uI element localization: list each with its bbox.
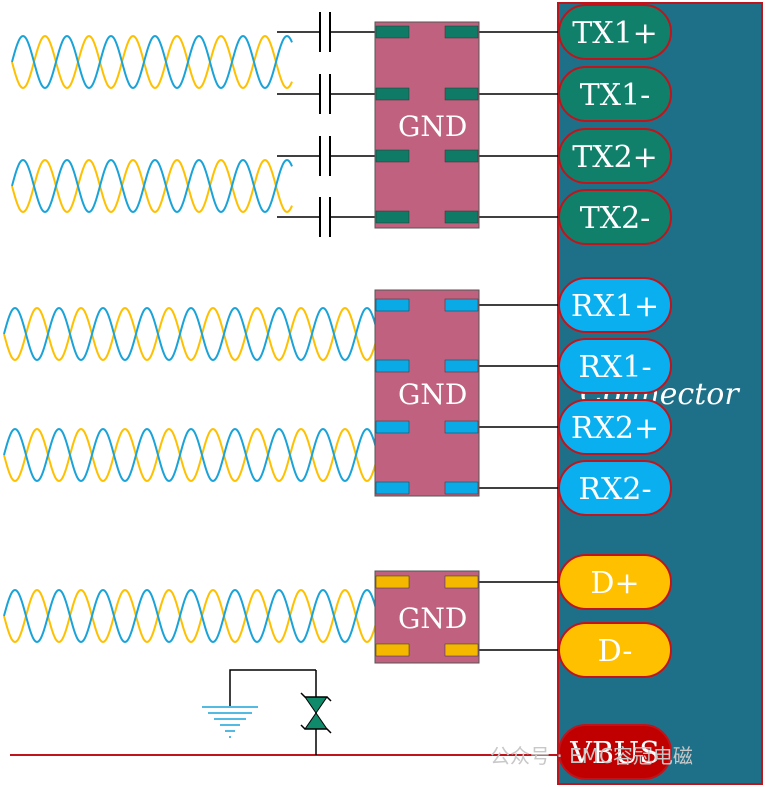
pin-shape: [558, 66, 672, 122]
chip-label: GND: [398, 602, 467, 635]
pin-rx1-plus: RX1+: [558, 277, 672, 333]
chip-pad: [444, 149, 479, 163]
chip-pad: [375, 643, 410, 657]
pin-tx2-plus: TX2+: [558, 128, 672, 184]
chip-pads: [375, 25, 479, 224]
twisted-pair-wire: [11, 158, 293, 214]
chip-pad: [375, 575, 410, 589]
pin-label: TX1+: [572, 16, 658, 51]
pin-tx1-plus: TX1+: [558, 4, 672, 60]
pin-label: TX2+: [572, 140, 658, 175]
pin-d-plus: D+: [558, 554, 672, 610]
pin-shape: [558, 128, 672, 184]
chip-pad: [375, 359, 410, 373]
pin-label: TX2-: [580, 201, 651, 236]
chip-pad: [444, 210, 479, 224]
pin-label: RX2+: [571, 411, 659, 446]
pin-label: VBUS: [569, 736, 660, 771]
pin-shape: [558, 338, 672, 394]
chip-pad: [444, 575, 479, 589]
chip-label: GND: [398, 378, 467, 411]
twisted-pair-wire: [3, 427, 377, 483]
twisted-pair-wire: [3, 588, 377, 644]
chip-pad: [375, 298, 410, 312]
chip-pad: [444, 643, 479, 657]
pin-shape: [558, 399, 672, 455]
pin-label: RX2-: [578, 472, 651, 507]
pin-shape: [558, 189, 672, 245]
chip-pad: [375, 87, 410, 101]
chip-pad: [375, 420, 410, 434]
twisted-pair-wire: [11, 34, 293, 90]
pin-label: D-: [598, 634, 633, 669]
pin-rx1-minus: RX1-: [558, 338, 672, 394]
chip-pad: [444, 359, 479, 373]
twisted-pair-wire: [11, 158, 293, 214]
twisted-pair-wire: [3, 588, 377, 644]
watermark: 公众号 · EMC容冠电磁: [490, 744, 693, 768]
pin-shape: [558, 277, 672, 333]
chip-pad: [375, 481, 410, 495]
pin-shape: [558, 460, 672, 516]
pin-shape: [558, 4, 672, 60]
chip-pads: [375, 575, 479, 657]
pin-label: TX1-: [580, 78, 651, 113]
twisted-pair-wire: [3, 306, 377, 362]
chip-pad: [375, 25, 410, 39]
chip-pad: [444, 25, 479, 39]
twisted-pair-wire: [11, 34, 293, 90]
pin-rx2-minus: RX2-: [558, 460, 672, 516]
chip-pad: [444, 87, 479, 101]
tvs-diode-icon: [300, 670, 332, 755]
cmc-chip-rx: GND: [374, 289, 480, 497]
connector-pins: TX1+ TX1- TX2+ TX2- RX1+ RX1- RX2+ RX2- …: [558, 4, 672, 780]
chip-pad: [375, 210, 410, 224]
chip-label: GND: [398, 110, 467, 143]
vbus-protection: [10, 669, 560, 756]
signal-wires: [277, 12, 560, 651]
pin-label: RX1+: [571, 289, 659, 324]
chip-body: [374, 289, 480, 497]
twisted-pairs: [3, 34, 377, 644]
pin-rx2-plus: RX2+: [558, 399, 672, 455]
pin-label: D+: [590, 566, 639, 601]
chip-body: [374, 21, 480, 229]
cmc-chip-usb2: GND: [374, 570, 480, 664]
pin-shape: [558, 622, 672, 678]
chip-pad: [444, 420, 479, 434]
ground-icon: [202, 706, 258, 738]
chip-pad: [375, 149, 410, 163]
pin-tx1-minus: TX1-: [558, 66, 672, 122]
twisted-pair-wire: [3, 427, 377, 483]
pin-label: RX1-: [578, 350, 651, 385]
twisted-pair-wire: [3, 306, 377, 362]
chip-pad: [444, 298, 479, 312]
pin-tx2-minus: TX2-: [558, 189, 672, 245]
chip-pad: [444, 481, 479, 495]
pin-vbus: VBUS: [558, 724, 672, 780]
pin-shape: [558, 724, 672, 780]
chip-pads: [375, 298, 479, 495]
pin-shape: [558, 554, 672, 610]
pin-d-minus: D-: [558, 622, 672, 678]
cmc-chip-tx: GND: [374, 21, 480, 229]
